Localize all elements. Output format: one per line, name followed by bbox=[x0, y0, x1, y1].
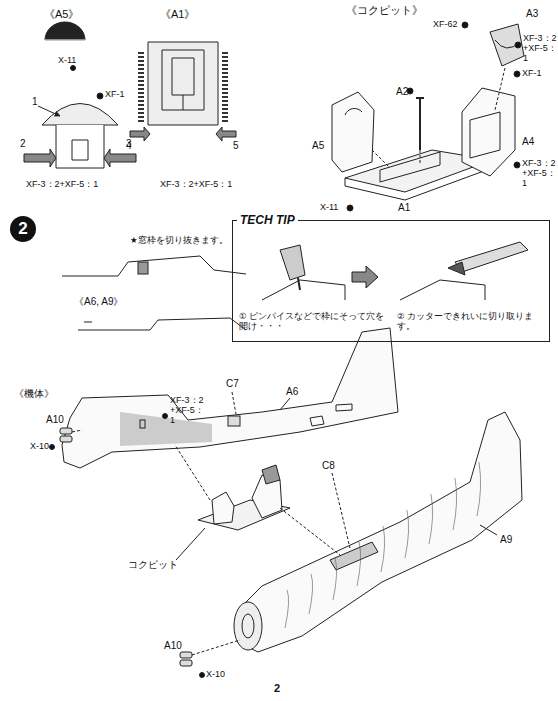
paint-code: XF-62 bbox=[433, 20, 458, 30]
part-label: C7 bbox=[226, 378, 239, 389]
callout-number: 5 bbox=[233, 140, 239, 151]
part-label: C8 bbox=[322, 460, 335, 471]
canopy-profile bbox=[78, 318, 246, 330]
part-label: A6 bbox=[286, 386, 298, 397]
view-title: 《A1》 bbox=[160, 8, 195, 20]
part-label: A1 bbox=[398, 202, 410, 213]
tip-step: ① ピンバイスなどで枠にそって穴を開け・・・ bbox=[239, 311, 389, 331]
paint-code: X-10 bbox=[206, 670, 225, 680]
canopy-profile bbox=[62, 256, 246, 276]
frame-sketch bbox=[262, 280, 345, 300]
tech-tip-box: TECH TIP① ピンバイスなどで枠にそって穴を開け・・・② カッターできれい… bbox=[232, 220, 550, 342]
part-label: A10 bbox=[46, 414, 64, 425]
paint-code: XF-3：2+XF-5：1 bbox=[26, 180, 98, 190]
paint-code: XF-1 bbox=[105, 90, 125, 100]
paint-code: X-10 bbox=[30, 442, 49, 452]
note: ★窓枠を切り抜きます。 bbox=[130, 236, 228, 245]
paint-code: XF-3：2 +XF-5：1 bbox=[170, 396, 204, 426]
a2-stick bbox=[416, 98, 424, 150]
a5-bulkhead bbox=[332, 92, 374, 172]
marking-icon bbox=[45, 22, 85, 40]
part-label: A5 bbox=[312, 140, 324, 151]
a1-floor bbox=[148, 42, 218, 125]
part-label: A3 bbox=[526, 8, 538, 19]
paint-code: XF-3：2 +XF-5：1 bbox=[522, 159, 556, 189]
page-number: 2 bbox=[274, 682, 280, 694]
step-number-text: 2 bbox=[18, 219, 27, 239]
a4-seat-back bbox=[462, 88, 515, 176]
view-title: 《A6, A9》 bbox=[74, 296, 123, 307]
callout-number: 2 bbox=[20, 138, 26, 149]
paint-code: X-11 bbox=[58, 56, 76, 66]
view-title: 《コクピット》 bbox=[346, 4, 423, 16]
paint-code: XF-3：2 +XF-5：1 bbox=[523, 34, 557, 64]
part-label: A9 bbox=[500, 534, 512, 545]
tip-step: ② カッターできれいに切り取ります。 bbox=[397, 311, 545, 331]
a9-fuselage-half bbox=[238, 412, 522, 652]
part-label: A4 bbox=[522, 136, 534, 147]
a3-seat bbox=[490, 24, 524, 66]
paint-code: XF-3：2+XF-5：1 bbox=[160, 180, 232, 190]
view-title: 《機体》 bbox=[14, 388, 54, 399]
paint-code: XF-1 bbox=[522, 69, 542, 79]
callout-number: 4 bbox=[126, 140, 132, 151]
subassembly-label: コクピット bbox=[128, 560, 178, 570]
part-label: A2 bbox=[396, 86, 408, 97]
callout-number: 1 bbox=[32, 96, 38, 107]
paint-code: X-11 bbox=[320, 203, 338, 213]
a5-dome bbox=[42, 104, 118, 126]
part-label: A10 bbox=[164, 640, 182, 651]
view-title: 《A5》 bbox=[44, 8, 79, 20]
a6-fuselage-half bbox=[62, 328, 398, 468]
step-number: 2 bbox=[10, 216, 36, 242]
box-heading: TECH TIP bbox=[237, 213, 298, 227]
a5-body bbox=[56, 125, 104, 168]
